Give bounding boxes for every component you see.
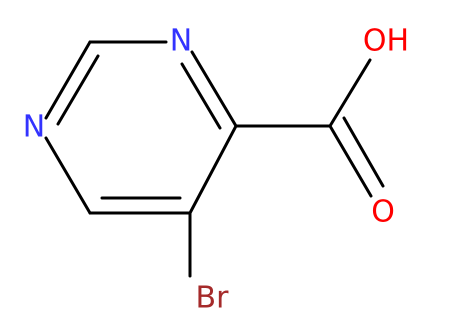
atom-n-top: N	[170, 24, 192, 59]
bond-c-o-inner	[342, 116, 385, 188]
bond-c2-n1	[44, 40, 92, 120]
atom-br: Br	[196, 281, 230, 316]
atom-o-carbonyl: O	[371, 195, 395, 230]
atom-n-left: N	[23, 110, 45, 145]
bond-c4-n3	[190, 50, 238, 128]
bond-c2-n1-inner	[56, 54, 100, 126]
bond-c5-c4	[188, 124, 238, 215]
bond-n1-c6	[44, 136, 92, 215]
atom-oh: OH	[363, 24, 409, 59]
bond-c-o	[328, 124, 373, 198]
bond-c4-n3-inner	[180, 62, 222, 130]
bond-c-oh	[328, 58, 372, 128]
